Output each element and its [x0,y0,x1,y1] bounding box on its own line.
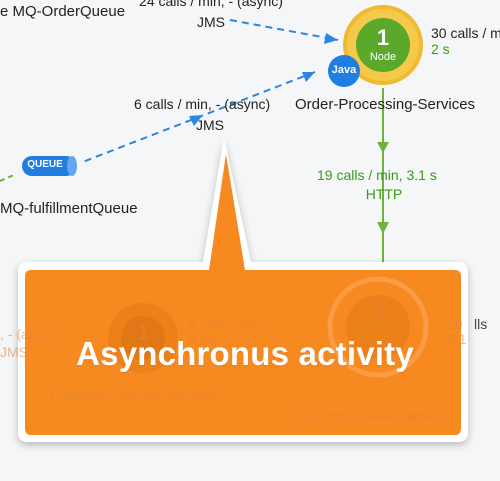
edge-order-queue-to-node[interactable] [229,19,339,41]
java-badge-icon [328,55,360,87]
edge-top-protocol: JMS [197,14,225,30]
node-fulfillment-ring-faded [327,276,429,378]
node-fulfillment-core-faded [346,295,410,359]
callout-text: Asynchronus activity [76,335,414,372]
edge-mid-protocol: JMS [196,117,224,133]
edge-arrowhead [324,33,338,44]
faded-right-calls: 19 [447,316,463,332]
queue-icon-label: QUEUE [27,159,63,170]
faded-left-async: , - (async) [0,326,63,342]
faded-left-jms: JMS [0,344,28,360]
faded-survey-calls: 6 calls / min [188,316,262,332]
edge-right-calls: 30 calls / m [431,25,500,41]
edge-fragment-left [0,174,15,182]
faded-fulfillment-count: 2 [371,296,385,321]
queue-icon-end [67,156,77,176]
edge-mid-calls: 6 calls / min, - (async) [134,96,271,112]
edge-http-calls: 19 calls / min, 3.1 s [317,167,437,183]
node-order-processing-core[interactable] [356,18,410,72]
node-order-processing-count: 1 [376,25,390,50]
queue-label-fulfillment: MQ-fulfillmentQueue [0,200,138,217]
faded-survey-name: Customer-Survey-Services [50,386,218,402]
edge-arrowhead [189,115,203,126]
edge-right-time: 2 s [431,41,450,57]
edge-top-calls: 24 calls / min, - (async) [139,0,283,9]
node-survey-core-faded [121,316,165,360]
faded-fulfillment-sub: Node [364,322,392,334]
edge-arrowhead [377,222,389,234]
faded-right-calls-suffix: lls [474,316,488,332]
edge-arrowhead [377,142,389,153]
node-order-processing-name[interactable]: Order-Processing-Services [295,96,476,113]
java-badge-label: Java [331,64,357,76]
queue-label-order: e MQ-OrderQueue [0,3,126,20]
faded-survey-count: 1 [136,320,150,345]
edge-http-protocol: HTTP [365,186,403,202]
node-order-processing-sub: Node [369,51,397,63]
edge-arrowhead [302,72,315,82]
faded-right-time: 3.1 [447,331,467,347]
faded-fulfillment-name: ECommerce-Fulfillment [298,408,445,424]
queue-icon [22,156,76,176]
faded-survey-sub: 6 ms [188,331,219,347]
